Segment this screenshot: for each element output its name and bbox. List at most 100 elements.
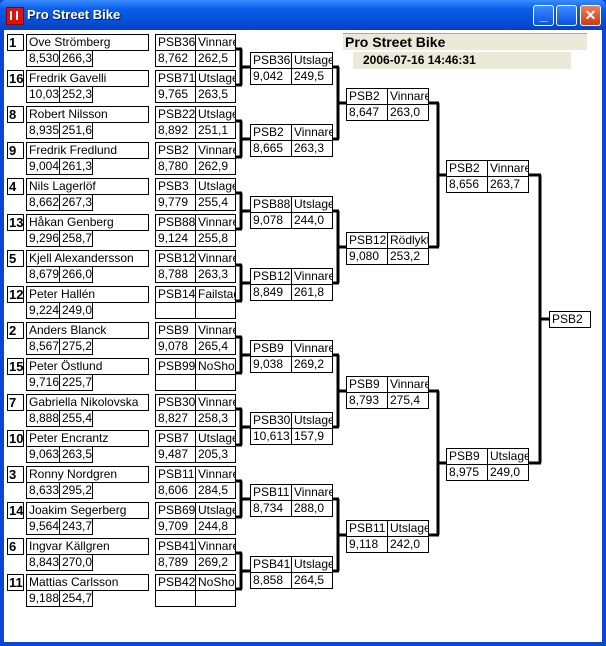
event-datetime: 2006-07-16 14:46:31: [353, 52, 571, 69]
seed-number: 11: [7, 574, 24, 591]
window-title: Pro Street Bike: [27, 7, 121, 22]
player-speed: 252,3: [59, 86, 93, 103]
heat-speed: 258,3: [195, 410, 236, 427]
heat-bike-id: PSB3: [155, 178, 196, 195]
heat-bike-id: PSB11: [346, 520, 388, 537]
heat-speed: 255,4: [195, 194, 236, 211]
player-reaction-time: 8,530: [26, 50, 60, 67]
heat-speed: 244,0: [291, 212, 333, 229]
heat-speed: [195, 302, 236, 319]
heat-bike-id: PSB11: [250, 484, 292, 501]
heat-result: Vinnare: [195, 466, 236, 483]
player-name: Mattias Carlsson: [26, 574, 149, 591]
heat-reaction-time: 9,118: [346, 536, 388, 553]
player-reaction-time: 10,039: [26, 86, 60, 103]
player-name: Nils Lagerlöf: [26, 178, 149, 195]
heat-bike-id: PSB12: [346, 232, 388, 249]
heat-result: Vinnare: [195, 394, 236, 411]
player-reaction-time: 9,188: [26, 590, 60, 607]
heat-result: Vinnare: [195, 250, 236, 267]
heat-bike-id: PSB9: [250, 340, 292, 357]
player-speed: 243,7: [59, 518, 93, 535]
seed-number: 10: [7, 430, 24, 447]
heat-bike-id: PSB42: [155, 574, 196, 591]
heat-speed: 288,0: [291, 500, 333, 517]
heat-result: Utslagen: [291, 52, 333, 69]
title-bar[interactable]: Pro Street Bike _ ✕: [0, 0, 606, 30]
player-reaction-time: 9,224: [26, 302, 60, 319]
heat-speed: 244,8: [195, 518, 236, 535]
heat-speed: 261,8: [291, 284, 333, 301]
heat-bike-id: PSB30: [250, 412, 292, 429]
heat-speed: 262,5: [195, 50, 236, 67]
app-icon: [6, 7, 24, 25]
seed-number: 15: [7, 358, 24, 375]
heat-bike-id: PSB7: [155, 430, 196, 447]
player-name: Peter Östlund: [26, 358, 149, 375]
heat-reaction-time: 8,606: [155, 482, 196, 499]
heat-bike-id: PSB9: [446, 448, 488, 465]
heat-result: Vinnare: [387, 376, 429, 393]
heat-speed: 263,7: [487, 176, 529, 193]
seed-number: 5: [7, 250, 24, 267]
player-reaction-time: 9,063: [26, 446, 60, 463]
heat-reaction-time: 8,780: [155, 158, 196, 175]
heat-bike-id: PSB11: [155, 466, 196, 483]
heat-bike-id: PSB99: [155, 358, 196, 375]
player-name: Håkan Genberg: [26, 214, 149, 231]
close-button[interactable]: ✕: [580, 5, 601, 26]
seed-number: 16: [7, 70, 24, 87]
heat-reaction-time: 9,042: [250, 68, 292, 85]
player-name: Gabriella Nikolovska: [26, 394, 149, 411]
heat-speed: 269,2: [195, 554, 236, 571]
seed-number: 7: [7, 394, 24, 411]
heat-speed: 284,5: [195, 482, 236, 499]
heat-reaction-time: 9,038: [250, 356, 292, 373]
heat-reaction-time: 8,793: [346, 392, 388, 409]
player-reaction-time: 8,888: [26, 410, 60, 427]
heat-result: Vinnare: [195, 538, 236, 555]
heat-bike-id: PSB9: [155, 322, 196, 339]
maximize-button[interactable]: [556, 5, 577, 26]
minimize-button[interactable]: _: [533, 5, 554, 26]
player-reaction-time: 8,679: [26, 266, 60, 283]
heat-speed: 255,8: [195, 230, 236, 247]
heat-speed: [195, 374, 236, 391]
heat-bike-id: PSB2: [155, 142, 196, 159]
seed-number: 2: [7, 322, 24, 339]
heat-reaction-time: 8,665: [250, 140, 292, 157]
heat-bike-id: PSB30: [155, 394, 196, 411]
player-name: Robert Nilsson: [26, 106, 149, 123]
heat-result: NoShow: [195, 358, 236, 375]
heat-result: Utslagen: [195, 106, 236, 123]
heat-result: Utslagen: [291, 196, 333, 213]
seed-number: 3: [7, 466, 24, 483]
heat-reaction-time: 8,734: [250, 500, 292, 517]
player-name: Ingvar Källgren: [26, 538, 149, 555]
heat-result: Utslagen: [291, 556, 333, 573]
heat-speed: [195, 590, 236, 607]
seed-number: 13: [7, 214, 24, 231]
heat-speed: 264,5: [291, 572, 333, 589]
player-speed: 266,0: [59, 266, 93, 283]
heat-reaction-time: 8,647: [346, 104, 388, 121]
seed-number: 9: [7, 142, 24, 159]
heat-bike-id: PSB36: [155, 34, 196, 51]
heat-reaction-time: 9,487: [155, 446, 196, 463]
heat-speed: 157,9: [291, 428, 333, 445]
heat-speed: 275,4: [387, 392, 429, 409]
player-reaction-time: 8,662: [26, 194, 60, 211]
heat-speed: 205,3: [195, 446, 236, 463]
heat-reaction-time: 9,779: [155, 194, 196, 211]
heat-result: Rödlykta: [387, 232, 429, 249]
seed-number: 6: [7, 538, 24, 555]
heat-result: Utslagen: [195, 70, 236, 87]
player-name: Ronny Nordgren: [26, 466, 149, 483]
heat-reaction-time: 8,789: [155, 554, 196, 571]
heat-speed: 262,9: [195, 158, 236, 175]
player-speed: 254,7: [59, 590, 93, 607]
heat-speed: 253,2: [387, 248, 429, 265]
heat-bike-id: PSB41: [250, 556, 292, 573]
heat-result: Vinnare: [195, 322, 236, 339]
